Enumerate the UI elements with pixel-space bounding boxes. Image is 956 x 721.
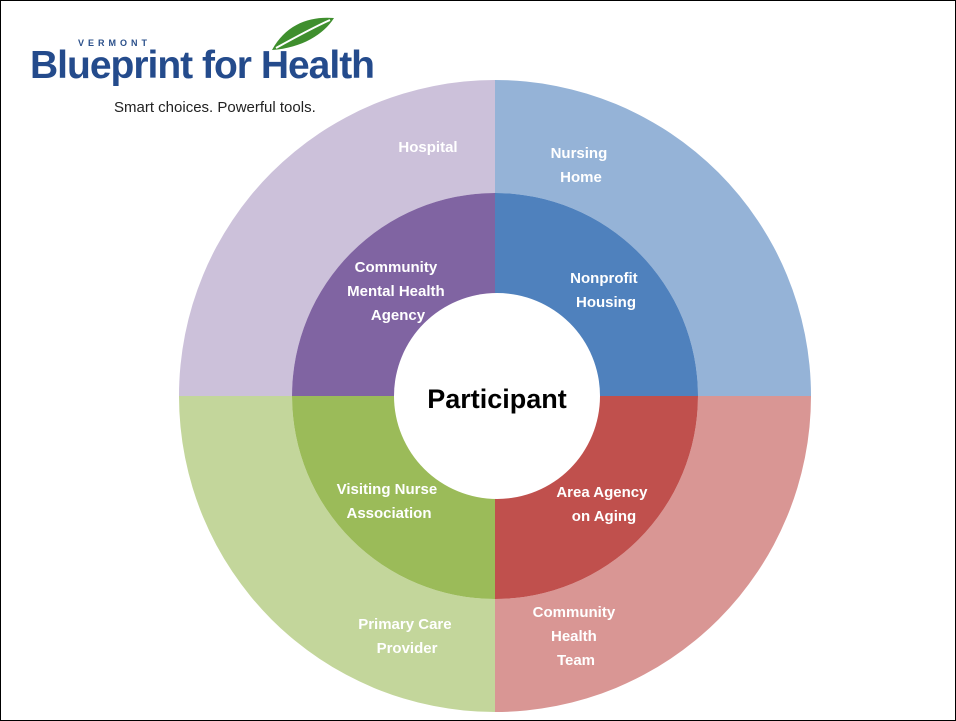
outer-segment-primary-care-provider bbox=[179, 396, 495, 712]
outer-segment-hospital bbox=[179, 80, 495, 396]
label-community-mental-health-agency: Community Mental Health Agency bbox=[347, 259, 449, 324]
label-nursing-home: Nursing Home bbox=[551, 145, 612, 186]
center-circle bbox=[394, 293, 600, 499]
logo-vermont-text: VERMONT bbox=[78, 38, 151, 48]
leaf-icon bbox=[272, 17, 334, 50]
label-community-health-team: Community Health Team bbox=[533, 604, 620, 669]
label-area-agency-on-aging: Area Agency on Aging bbox=[556, 484, 651, 525]
label-primary-care-provider: Primary Care Provider bbox=[358, 616, 456, 657]
outer-segment-nursing-home bbox=[495, 80, 811, 396]
label-visiting-nurse-association: Visiting Nurse Association bbox=[337, 481, 442, 522]
inner-segment-community-mental-health-agency bbox=[292, 193, 495, 396]
center-label: Participant bbox=[427, 384, 567, 414]
inner-segment-visiting-nurse-association bbox=[292, 396, 495, 599]
inner-segment-area-agency-on-aging bbox=[495, 396, 698, 599]
label-hospital: Hospital bbox=[398, 139, 457, 156]
label-nonprofit-housing: Nonprofit Housing bbox=[570, 270, 642, 311]
logo-title: Blueprint for Health bbox=[30, 44, 375, 87]
blueprint-logo: VERMONT Blueprint for Health Smart choic… bbox=[30, 14, 375, 120]
logo-tagline: Smart choices. Powerful tools. bbox=[114, 99, 316, 116]
inner-segment-nonprofit-housing bbox=[495, 193, 698, 396]
outer-segment-community-health-team bbox=[495, 396, 811, 712]
